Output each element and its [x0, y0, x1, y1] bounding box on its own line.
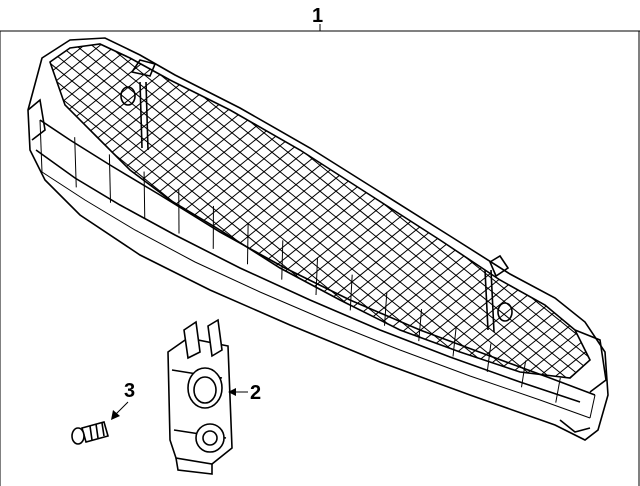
- callout-2: 2: [228, 382, 261, 404]
- callout-1: 1: [312, 5, 323, 31]
- grille-ribs: [39, 119, 596, 419]
- svg-text:3: 3: [124, 380, 135, 402]
- svg-text:2: 2: [250, 382, 261, 404]
- svg-text:1: 1: [312, 5, 323, 27]
- callout-3: 3: [111, 380, 135, 420]
- screw-part-3: [71, 421, 109, 445]
- sensor-part-2: [167, 318, 233, 475]
